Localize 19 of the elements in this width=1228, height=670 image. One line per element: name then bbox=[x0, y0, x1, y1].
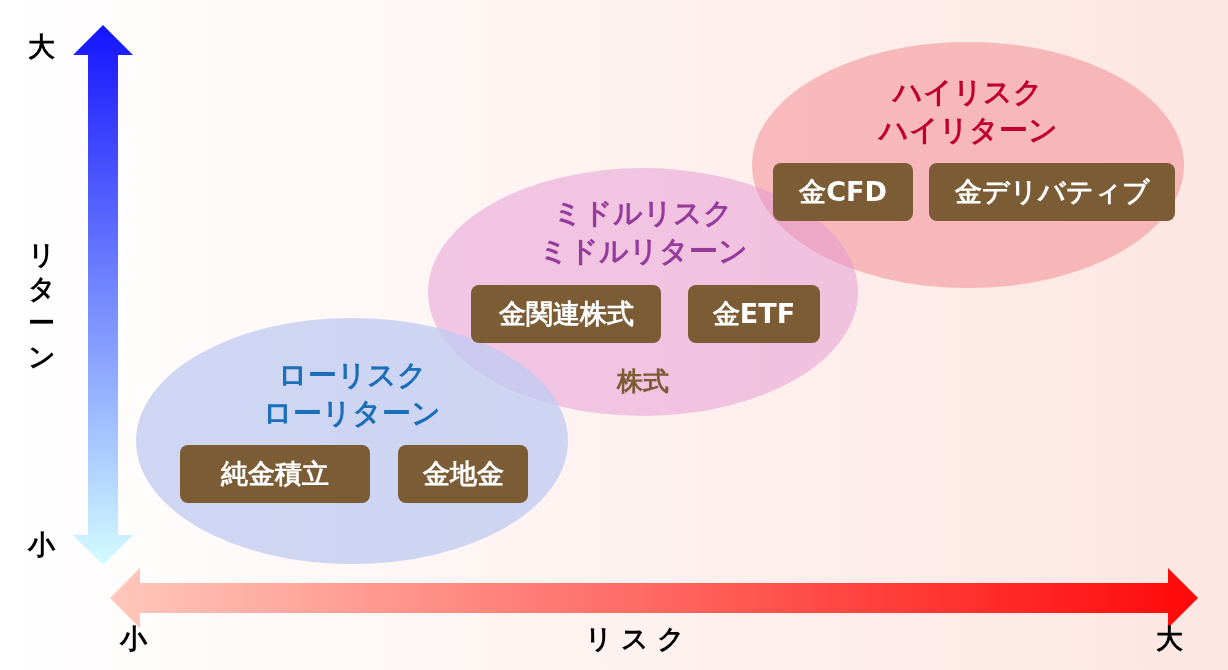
product-box: 金地金 bbox=[398, 445, 528, 503]
axis-label: 小 bbox=[28, 528, 55, 562]
category-heading: ハイリターン bbox=[878, 112, 1058, 149]
axis-label: 大 bbox=[28, 30, 55, 64]
axis-label: リターン bbox=[28, 238, 55, 374]
axis-label: 小 bbox=[120, 622, 147, 656]
axis-label: リスク bbox=[585, 622, 694, 656]
group-label: 株式 bbox=[617, 365, 669, 398]
axis-label: 大 bbox=[1156, 622, 1183, 656]
category-heading: ミドルリターン bbox=[538, 233, 748, 270]
category-heading: ハイリスク bbox=[893, 74, 1043, 111]
product-box: 金ETF bbox=[688, 285, 820, 343]
category-heading: ローリターン bbox=[263, 395, 441, 432]
product-box: 金デリバティブ bbox=[929, 163, 1175, 221]
category-heading: ミドルリスク bbox=[553, 195, 733, 232]
product-box: 金CFD bbox=[773, 163, 913, 221]
category-heading: ローリスク bbox=[277, 357, 427, 394]
product-box: 純金積立 bbox=[180, 445, 370, 503]
product-box: 金関連株式 bbox=[471, 285, 661, 343]
